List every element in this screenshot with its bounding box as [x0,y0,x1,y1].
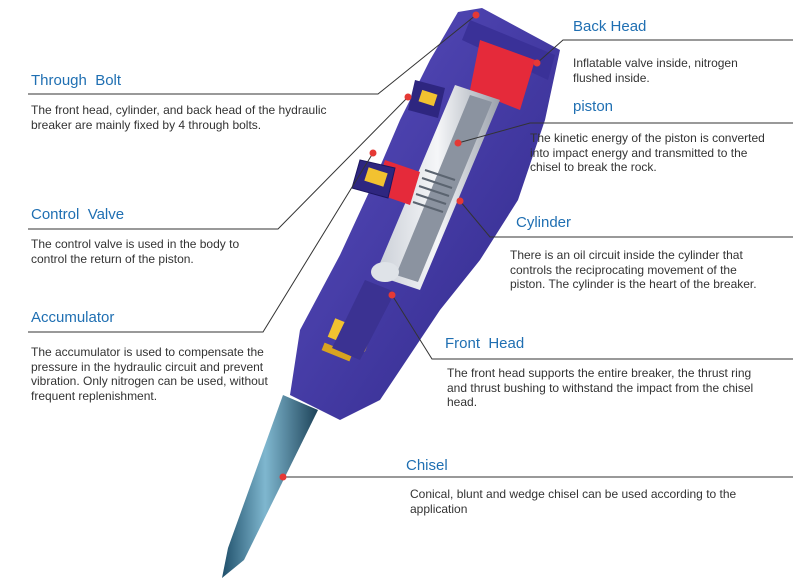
valve-spring [412,169,456,213]
piston-label: piston [573,98,614,115]
front-head-description: The front head supports the entire break… [447,366,754,409]
leader-control-valve [28,96,409,230]
leader-front-head [391,294,793,360]
chisel-description: Conical, blunt and wedge chisel can be u… [410,487,737,516]
piston-shape [396,95,492,282]
cylinder-label: Cylinder [516,214,572,231]
chisel-shape [222,395,318,578]
piston-description: The kinetic energy of the piston is conv… [530,131,765,174]
leader-cylinder [459,200,793,238]
control-valve-description: The control valve is used in the body to… [31,237,240,266]
breaker-body [290,8,560,420]
back-head-description: Inflatable valve inside, nitrogen flushe… [573,56,738,85]
marker-cylinder [456,197,464,205]
front-head-label: Front Head [445,335,525,352]
marker-chisel [279,473,287,481]
leader-through-bolt [28,14,477,95]
through-bolt-label: Through Bolt [31,72,122,89]
back-head-label: Back Head [573,18,647,35]
through-bolt-description: The front head, cylinder, and back head … [31,103,327,132]
marker-through-bolt [472,11,480,19]
marker-accumulator [369,149,377,157]
leader-back-head [536,39,793,64]
leader-lines [28,14,793,478]
control-valve-label: Control Valve [31,206,125,223]
marker-piston [454,139,462,147]
marker-front-head [388,291,396,299]
marker-control-valve [404,93,412,101]
back-head-chamber [470,40,535,110]
chisel-label: Chisel [406,457,448,474]
leader-accumulator [28,152,374,333]
marker-dots [279,11,541,481]
marker-back-head [533,59,541,67]
accumulator-description: The accumulator is used to compensate th… [31,345,268,403]
leader-piston [457,122,793,144]
cylinder-description: There is an oil circuit inside the cylin… [510,248,757,291]
accumulator-label: Accumulator [31,309,115,326]
